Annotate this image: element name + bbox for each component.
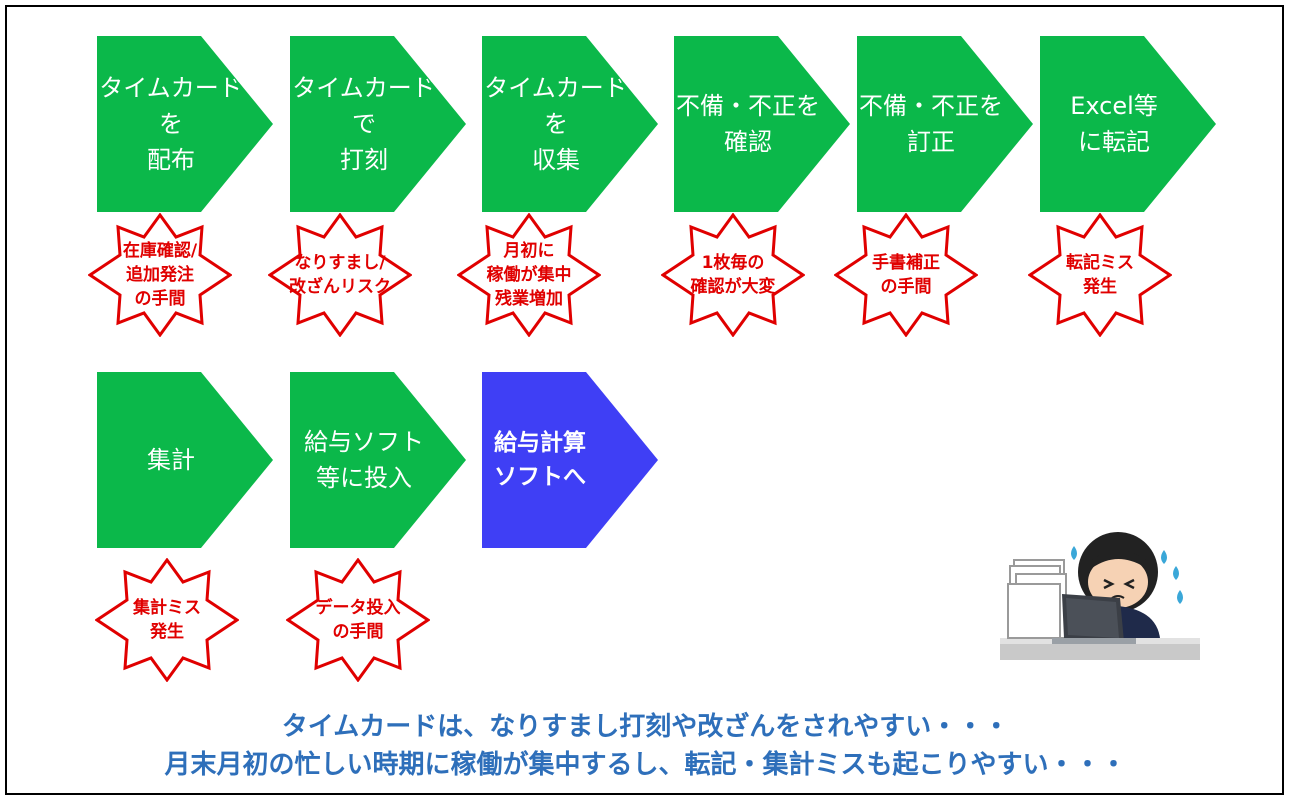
step-transcribe-excel: Excel等 に転記 — [1040, 36, 1216, 212]
step-collect-timecards: タイムカードを 収集 — [482, 36, 658, 212]
step-distribute-timecards: タイムカードを 配布 — [97, 36, 273, 212]
stressed-office-worker-icon — [1000, 510, 1210, 670]
caption: タイムカードは、なりすまし打刻や改ざんをされやすい・・・ 月末月初の忙しい時期に… — [0, 708, 1291, 784]
issue-burst-handwritten: 手書補正 の手間 — [834, 213, 978, 337]
issue-burst-inventory: 在庫確認/ 追加発注 の手間 — [88, 213, 232, 337]
step-label: タイムカードで 打刻 — [292, 74, 436, 174]
step-correct-errors: 不備・不正を 訂正 — [857, 36, 1033, 212]
issue-label: なりすまし/ 改ざんリスク — [289, 253, 391, 297]
issue-label: 在庫確認/ 追加発注 の手間 — [122, 241, 198, 309]
issue-burst-aggregation: 集計ミス 発生 — [95, 558, 239, 682]
step-label: 給与ソフト 等に投入 — [304, 428, 424, 492]
issue-label: 集計ミス 発生 — [133, 598, 201, 642]
caption-line-2: 月末月初の忙しい時期に稼働が集中するし、転記・集計ミスも起こりやすい・・・ — [164, 750, 1127, 780]
issue-label: データ投入 の手間 — [315, 598, 401, 642]
step-label: タイムカードを 配布 — [99, 74, 243, 174]
step-payroll-software: 給与計算 ソフトへ — [482, 372, 658, 548]
step-clock-in: タイムカードで 打刻 — [290, 36, 466, 212]
step-check-errors: 不備・不正を 確認 — [674, 36, 850, 212]
issue-burst-check-each: 1枚毎の 確認が大変 — [661, 213, 805, 337]
issue-label: 転記ミス 発生 — [1066, 253, 1134, 297]
step-label: タイムカードを 収集 — [484, 74, 628, 174]
step-aggregate: 集計 — [97, 372, 273, 548]
issue-label: 月初に 稼働が集中 残業増加 — [486, 241, 572, 309]
issue-label: 1枚毎の 確認が大変 — [690, 253, 776, 297]
issue-label: 手書補正 の手間 — [872, 253, 940, 297]
step-label: 不備・不正を 訂正 — [859, 92, 1003, 156]
step-label: 不備・不正を 確認 — [676, 92, 820, 156]
caption-line-1: タイムカードは、なりすまし打刻や改ざんをされやすい・・・ — [281, 712, 1010, 742]
issue-burst-overtime: 月初に 稼働が集中 残業増加 — [457, 213, 601, 337]
step-input-payroll: 給与ソフト 等に投入 — [290, 372, 466, 548]
step-label: 集計 — [147, 446, 195, 474]
step-label: 給与計算 ソフトへ — [494, 430, 586, 490]
issue-burst-spoofing: なりすまし/ 改ざんリスク — [268, 213, 412, 337]
step-label: Excel等 に転記 — [1070, 92, 1158, 156]
issue-burst-data-input: データ投入 の手間 — [286, 558, 430, 682]
issue-burst-transcription: 転記ミス 発生 — [1028, 213, 1172, 337]
